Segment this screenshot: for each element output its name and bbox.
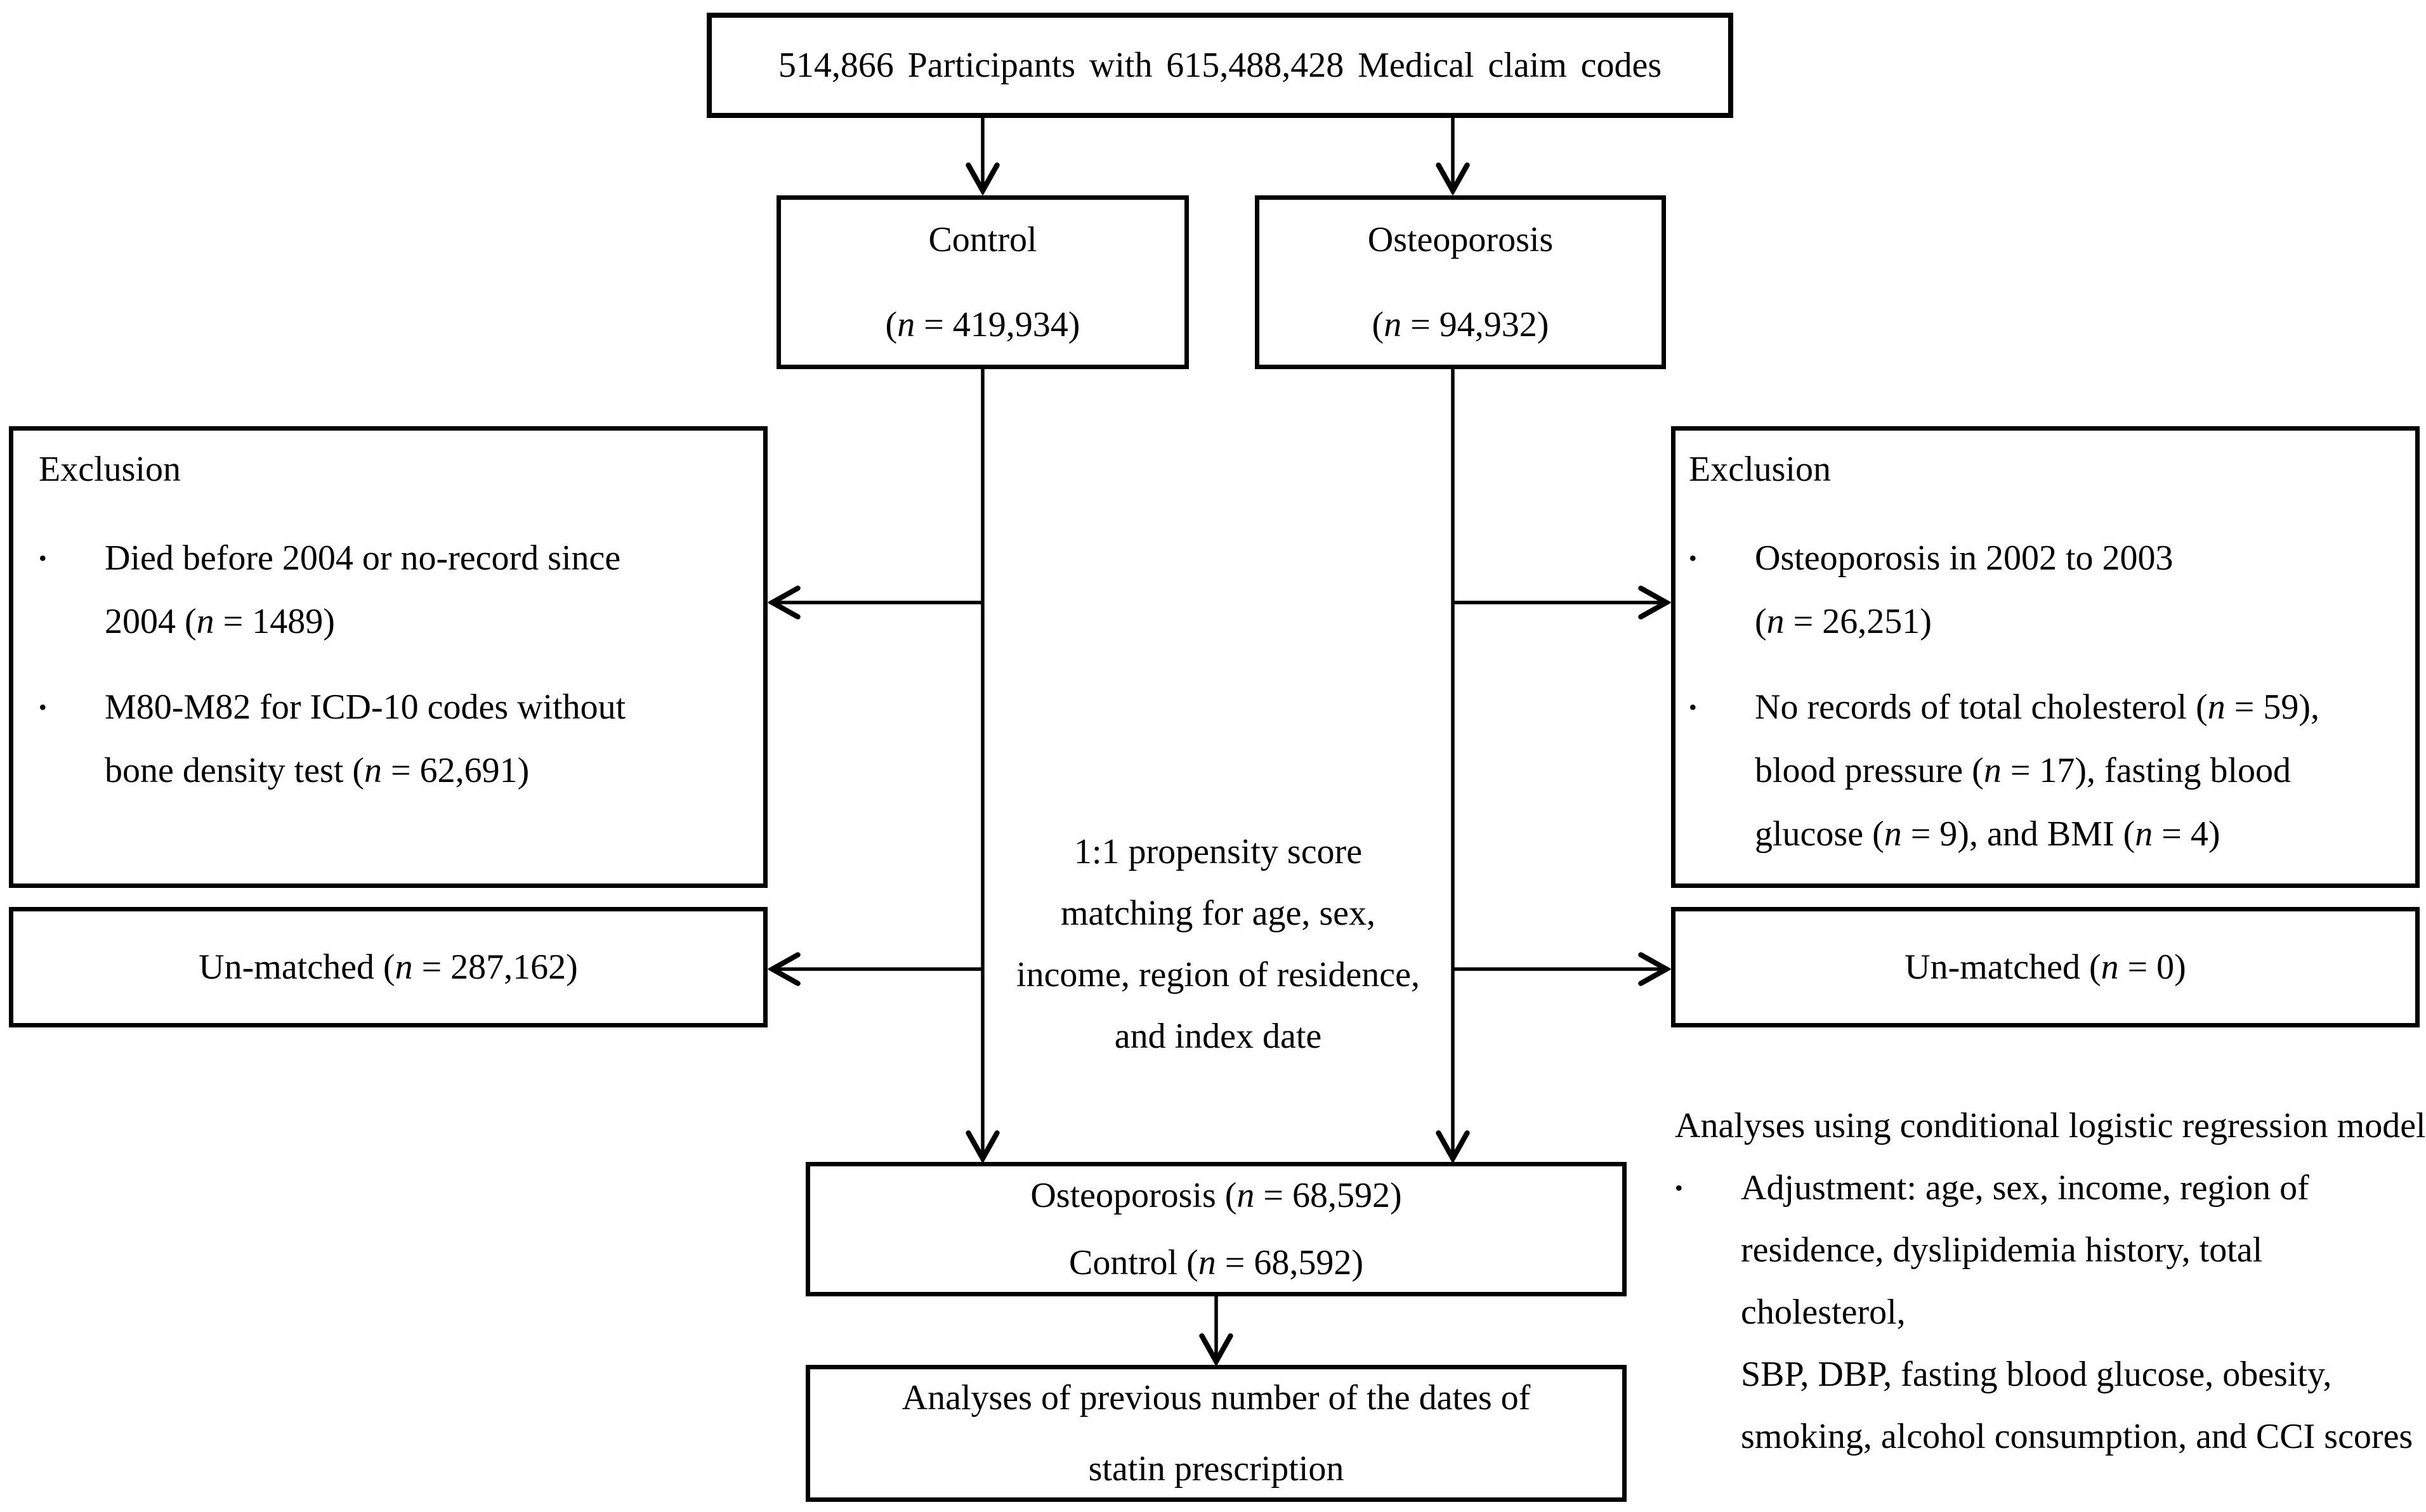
box-statin-analysis: Analyses of previous number of the dates…: [806, 1365, 1627, 1502]
unmatched-text: Un-matched (n = 287,162): [199, 948, 578, 987]
exclusion-item-text: No records of total cholesterol (n = 59)…: [1755, 688, 2319, 854]
bullet-icon: •: [1675, 1175, 1683, 1201]
propensity-matching-note: 1:1 propensity score matching for age, s…: [1016, 832, 1420, 1056]
control-title: Control: [928, 220, 1037, 259]
box-unmatched-control: Un-matched (n = 287,162): [9, 907, 768, 1027]
bullet-icon: •: [39, 694, 47, 720]
exclusion-item: • No records of total cholesterol (n = 5…: [1689, 675, 2410, 866]
box-matched-cohorts: Osteoporosis (n = 68,592) Control (n = 6…: [806, 1162, 1627, 1296]
box-exclusion-control: Exclusion • Died before 2004 or no-recor…: [9, 426, 768, 888]
exclusion-title: Exclusion: [1689, 450, 1831, 489]
adjustment-item-text: Adjustment: age, sex, income, region of …: [1741, 1168, 2413, 1456]
box-participants: 514,866 Participants with 615,488,428 Me…: [707, 13, 1733, 118]
exclusion-item-text: Died before 2004 or no-record since 2004…: [105, 538, 621, 641]
box-exclusion-osteoporosis: Exclusion • Osteoporosis in 2002 to 2003…: [1671, 426, 2420, 888]
unmatched-text: Un-matched (n = 0): [1905, 948, 2186, 987]
osteoporosis-title: Osteoporosis: [1367, 220, 1554, 259]
participants-text: 514,866 Participants with 615,488,428 Me…: [778, 46, 1662, 85]
exclusion-item: • Died before 2004 or no-record since 20…: [39, 526, 752, 653]
osteoporosis-count: (n = 94,932): [1372, 305, 1549, 344]
box-control-cohort: Control (n = 419,934): [777, 195, 1189, 369]
exclusion-item-text: Osteoporosis in 2002 to 2003 (n = 26,251…: [1755, 538, 2174, 641]
exclusion-title: Exclusion: [39, 450, 181, 489]
exclusion-item: • Osteoporosis in 2002 to 2003 (n = 26,2…: [1689, 526, 2410, 653]
regression-note: Analyses using conditional logistic regr…: [1675, 1095, 2426, 1468]
exclusion-item: • M80-M82 for ICD-10 codes without bone …: [39, 675, 752, 802]
bullet-icon: •: [39, 545, 47, 571]
box-unmatched-osteoporosis: Un-matched (n = 0): [1671, 907, 2420, 1027]
matched-osteoporosis-count: Osteoporosis (n = 68,592): [1030, 1176, 1402, 1215]
exclusion-item-text: M80-M82 for ICD-10 codes without bone de…: [105, 688, 626, 790]
bullet-icon: •: [1689, 694, 1697, 720]
matched-control-count: Control (n = 68,592): [1069, 1243, 1363, 1282]
statin-analysis-text: Analyses of previous number of the dates…: [902, 1378, 1531, 1489]
control-count: (n = 419,934): [885, 305, 1080, 344]
regression-note-title: Analyses using conditional logistic regr…: [1675, 1106, 2426, 1145]
bullet-icon: •: [1689, 545, 1697, 571]
adjustment-item: • Adjustment: age, sex, income, region o…: [1675, 1157, 2426, 1468]
box-osteoporosis-cohort: Osteoporosis (n = 94,932): [1255, 195, 1666, 369]
